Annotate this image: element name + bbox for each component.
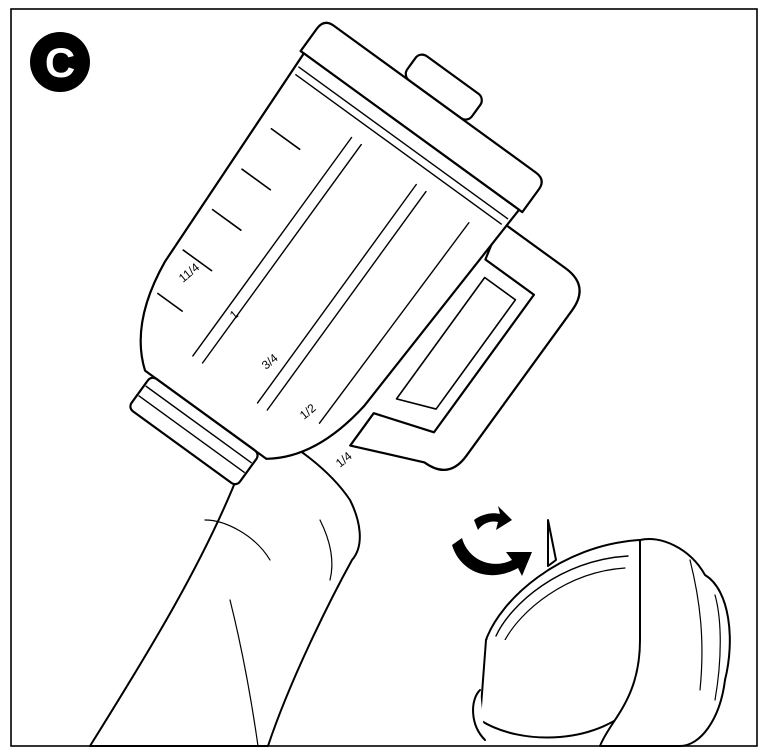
clockwise-rotation-arrow-icon xyxy=(452,506,532,576)
blender-jar xyxy=(71,0,642,585)
marking-label: 1/4 xyxy=(333,449,355,471)
blade xyxy=(548,520,556,566)
step-letter: C xyxy=(45,39,75,86)
step-badge: C xyxy=(30,32,90,92)
